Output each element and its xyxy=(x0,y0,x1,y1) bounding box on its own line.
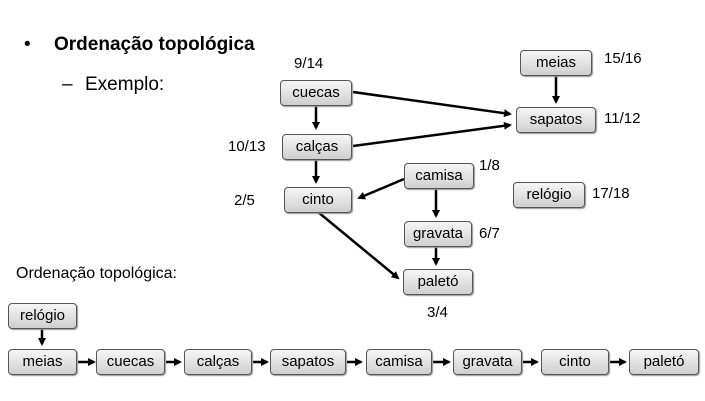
times-relogio: 17/18 xyxy=(592,185,630,202)
sub-bullet-dash: – xyxy=(62,74,73,95)
times-cinto: 2/5 xyxy=(234,192,255,209)
times-calcas: 10/13 xyxy=(228,138,266,155)
times-cuecas: 9/14 xyxy=(294,55,324,72)
result-relogio: relógio xyxy=(8,303,77,329)
edge-cinto-paleto xyxy=(317,211,400,280)
slide-subtitle: Exemplo: xyxy=(85,74,165,95)
result-heading: Ordenação topológica: xyxy=(16,265,177,282)
seq-item-paleto: paletó xyxy=(629,349,699,375)
bullet-marker: • xyxy=(24,34,31,55)
edge-cuecas-sapatos xyxy=(352,90,512,118)
times-sapatos: 11/12 xyxy=(604,110,641,127)
seq-item-gravata: gravata xyxy=(453,349,522,375)
seq-item-camisa: camisa xyxy=(366,349,432,375)
node-cuecas: cuecas xyxy=(280,80,352,106)
node-camisa: camisa xyxy=(404,163,474,189)
slide-title: Ordenação topológica xyxy=(54,34,255,55)
seq-item-cuecas: cuecas xyxy=(96,349,165,375)
seq-item-cinto: cinto xyxy=(541,349,609,375)
times-meias: 15/16 xyxy=(604,50,642,67)
seq-item-calcas: calças xyxy=(184,349,252,375)
times-gravata: 6/7 xyxy=(479,225,500,242)
node-sapatos: sapatos xyxy=(516,107,596,133)
seq-item-meias: meias xyxy=(8,349,77,375)
node-calcas: calças xyxy=(282,134,352,160)
node-relogio: relógio xyxy=(513,182,585,208)
edge-calcas-sapatos xyxy=(352,121,512,148)
times-camisa: 1/8 xyxy=(479,157,500,174)
node-paleto: paletó xyxy=(403,269,473,295)
node-cinto: cinto xyxy=(284,187,352,213)
times-paleto: 3/4 xyxy=(427,304,448,321)
node-gravata: gravata xyxy=(404,221,472,247)
node-meias: meias xyxy=(520,50,592,76)
edge-camisa-cinto xyxy=(357,177,405,200)
seq-item-sapatos: sapatos xyxy=(270,349,346,375)
